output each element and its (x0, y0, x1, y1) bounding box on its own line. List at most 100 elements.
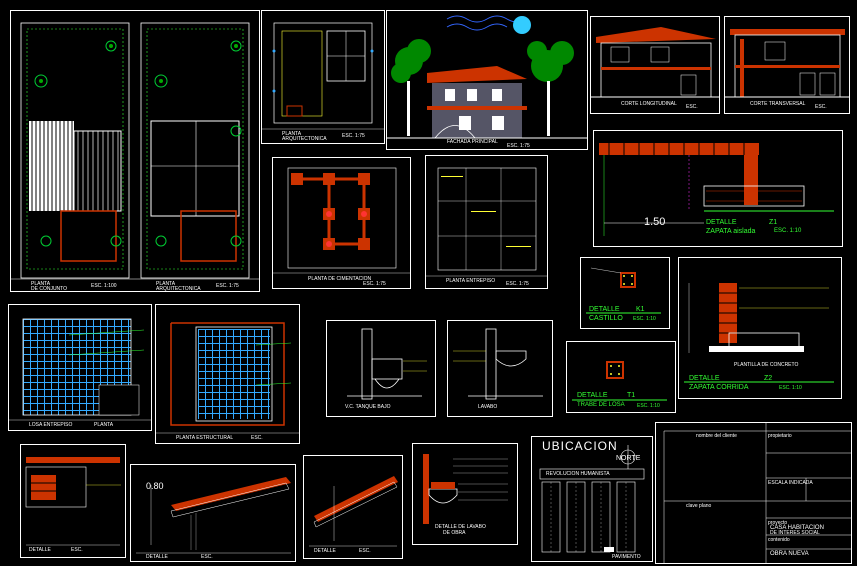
sun-icon (513, 16, 531, 34)
title-block-content-label: contenido (768, 537, 790, 543)
sheet-planta-conjunto[interactable]: PLANTA DE CONJUNTO ESC. 1:100 PLANTA ARQ… (10, 10, 260, 292)
planta-estructural-grid (198, 329, 270, 419)
planta-conjunto-drawing (11, 22, 259, 280)
detalle-a-scale: ESC. (71, 547, 83, 553)
sheet-zapata-corrida[interactable]: PLANTILLA DE CONCRETO DETALLE Z2 ZAPATA … (678, 257, 842, 399)
corte-longitudinal-scale: ESC. (686, 104, 698, 110)
planta-entrepiso-title: PLANTA ENTREPISO (446, 278, 496, 284)
sheet-planta-estructural[interactable]: PLANTA ESTRUCTURAL ESC. (155, 304, 300, 444)
zapata-detalle-subtitle: ZAPATA aislada (706, 228, 756, 235)
trabe-losa-subtitle: TRABE DE LOSA (577, 402, 625, 408)
tanque-title: V.C. TANQUE BAJO (345, 404, 391, 410)
planta-arq-title: PLANTA (156, 281, 176, 287)
sheet-detalle-c[interactable]: DETALLE ESC. (303, 455, 403, 559)
planta-estructural-title: PLANTA ESTRUCTURAL (176, 435, 234, 441)
title-block-project2: DE INTERES SOCIAL (770, 530, 820, 536)
planta-conjunto-scale: ESC. 1:100 (91, 283, 117, 289)
planta-arq-scale: ESC. 1:75 (216, 283, 239, 289)
tanque-drawing (347, 328, 427, 400)
sheet-tanque[interactable]: V.C. TANQUE BAJO (326, 320, 436, 417)
planta-cimentacion-scale: ESC. 1:75 (363, 281, 386, 287)
corte-transversal-drawing (725, 29, 849, 98)
lavabo-drawing (453, 328, 543, 400)
detalle-a-title: DETALLE (29, 547, 51, 553)
zapata-detalle-title: DETALLE (706, 219, 737, 226)
sheet-planta-entrepiso[interactable]: PLANTA ENTREPISO ESC. 1:75 (425, 155, 548, 289)
corte-longitudinal-title: CORTE LONGITUDINAL (621, 101, 677, 107)
planta-conjunto-title: PLANTA (31, 281, 51, 287)
planta-alta-title: PLANTA (282, 131, 302, 137)
zapata-corrida-scale: ESC. 1:10 (779, 385, 802, 391)
ubicacion-north: NORTE (616, 455, 641, 462)
detalle-c-drawing (309, 476, 398, 547)
planta-cimentacion-title: PLANTA DE CIMENTACION (308, 276, 372, 282)
detalle-b-scale: ESC. (201, 554, 213, 560)
sheet-ubicacion[interactable]: UBICACION NORTE REVOLUCION HUMANISTA PAV… (531, 436, 653, 562)
title-block-project: CASA HABITACION (770, 525, 824, 531)
castillo-drawing (586, 267, 661, 314)
sheet-lavabo[interactable]: LAVABO (447, 320, 553, 417)
sheet-castillo[interactable]: DETALLE K1 CASTILLO ESC. 1:10 (580, 257, 670, 329)
planta-alta-subtitle: ARQUITECTONICA (282, 136, 327, 142)
title-block-sheet-label: clave plano (686, 503, 712, 509)
detalle-lavabo-title: DETALLE DE LAVABO (435, 524, 486, 530)
planta-entrepiso-drawing (426, 167, 547, 277)
planta-estructural-scale: ESC. (251, 435, 263, 441)
zapata-detalle-scale: ESC. 1:10 (774, 228, 802, 234)
sheet-planta-alta[interactable]: PLANTA ARQUITECTONICA ESC. 1:75 (261, 10, 385, 144)
title-block: nombre del cliente propietario ESCALA IN… (655, 422, 852, 564)
detalle-b-title: DETALLE (146, 554, 168, 560)
detalle-b-dim: 0.80 (146, 481, 164, 491)
sheet-corte-longitudinal[interactable]: CORTE LONGITUDINAL ESC. (590, 16, 720, 114)
zapata-dim: 1.50 (644, 216, 666, 228)
zapata-corrida-num: Z2 (764, 375, 773, 382)
losa-entrepiso-title: LOSA ENTREPISO (29, 422, 73, 428)
castillo-scale: ESC. 1:10 (633, 316, 656, 322)
sheet-detalle-lavabo[interactable]: DETALLE DE LAVABO DE OBRA (412, 443, 518, 545)
corte-transversal-title: CORTE TRANSVERSAL (750, 101, 806, 107)
sheet-losa-entrepiso[interactable]: LOSA ENTREPISO PLANTA (8, 304, 152, 431)
castillo-num: K1 (636, 306, 645, 313)
ubicacion-title: UBICACION (542, 439, 618, 453)
trabe-losa-num: T1 (627, 392, 636, 399)
sheet-fachada[interactable]: FACHADA PRINCIPAL ESC. 1:75 (386, 10, 588, 150)
zapata-detalle-drawing (599, 143, 834, 236)
zapata-corrida-subtitle: ZAPATA CORRIDA (689, 384, 749, 391)
detalle-b-drawing (136, 477, 291, 554)
title-block-grid (663, 423, 851, 563)
ubicacion-drawing (539, 445, 645, 553)
fachada-drawing (387, 15, 587, 139)
planta-alta-drawing (262, 22, 384, 130)
zapata-corrida-title: DETALLE (689, 375, 720, 382)
castillo-subtitle: CASTILLO (589, 315, 623, 322)
sheet-planta-cimentacion[interactable]: PLANTA DE CIMENTACION ESC. 1:75 (272, 157, 411, 289)
fachada-title: FACHADA PRINCIPAL (447, 139, 498, 145)
planta-cimentacion-drawing (273, 167, 410, 274)
roof-hatch-left (29, 121, 122, 212)
trabe-losa-title: DETALLE (577, 392, 608, 399)
title-block-scale-label: ESCALA INDICADA (768, 480, 813, 486)
zapata-corrida-plantilla: PLANTILLA DE CONCRETO (734, 362, 799, 368)
planta-alta-scale: ESC. 1:75 (342, 133, 365, 139)
trabe-losa-drawing (572, 361, 667, 401)
fachada-scale: ESC. 1:75 (507, 143, 530, 149)
detalle-lavabo-drawing (423, 454, 508, 524)
sheet-detalle-a[interactable]: DETALLE ESC. (20, 444, 126, 558)
lavabo-title: LAVABO (478, 404, 498, 410)
sheet-zapata-detalle[interactable]: 1.50 DETALLE Z1 ZAPATA aislada ESC. 1:10 (593, 130, 843, 247)
detalle-c-scale: ESC. (359, 548, 371, 554)
ubicacion-street2: PAVIMENTO (612, 554, 641, 560)
zapata-corrida-drawing (684, 283, 834, 383)
planta-entrepiso-scale: ESC. 1:75 (506, 281, 529, 287)
planta-arq-subtitle: ARQUITECTONICA (156, 286, 201, 292)
castillo-title: DETALLE (589, 306, 620, 313)
corte-transversal-scale: ESC. (815, 104, 827, 110)
title-block-owner-label: propietario (768, 433, 792, 439)
losa-entrepiso-drawing (9, 318, 151, 421)
sheet-trabe-losa[interactable]: DETALLE T1 TRABE DE LOSA ESC. 1:10 (566, 341, 676, 413)
sheet-detalle-b[interactable]: 0.80 DETALLE ESC. (130, 464, 296, 562)
detalle-a-drawing (25, 457, 121, 546)
detalle-lavabo-subtitle: DE OBRA (443, 530, 466, 536)
sheet-corte-transversal[interactable]: CORTE TRANSVERSAL ESC. (724, 16, 850, 114)
zapata-detalle-num: Z1 (769, 219, 778, 226)
